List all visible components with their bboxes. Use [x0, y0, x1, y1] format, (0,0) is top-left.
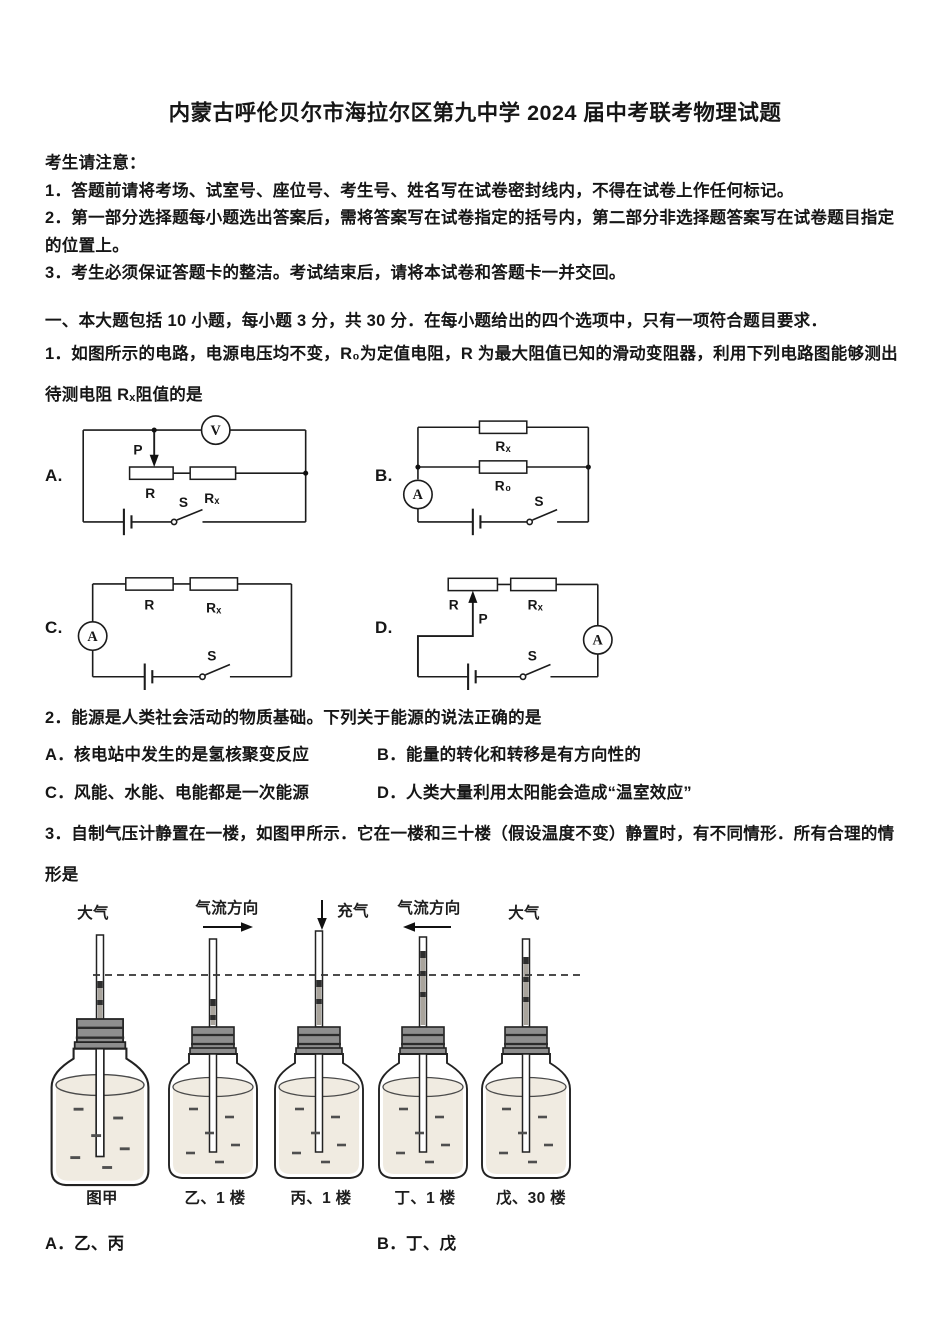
q2-option-d[interactable]: D．人类大量利用太阳能会造成“温室效应”: [377, 783, 692, 802]
circuit-diagram-c: R Rₓ A S: [77, 576, 292, 690]
question-2-text: 2．能源是人类社会活动的物质基础。下列关于能源的说法正确的是: [45, 708, 542, 727]
circuit-diagram-d: R Rₓ P A S: [416, 577, 613, 690]
page-title: 内蒙古呼伦贝尔市海拉尔区第九中学 2024 届中考联考物理试题: [168, 101, 782, 125]
figure-label-airflow-left: 气流方向: [396, 898, 460, 917]
notice-item-2: 2．第一部分选择题每小题选出答案后，需将答案写在试卷指定的括号内，第二部分非选择…: [45, 209, 895, 255]
q2-option-b[interactable]: B．能量的转化和转移是有方向性的: [377, 745, 642, 764]
q3-option-b[interactable]: B．丁、戊: [377, 1234, 457, 1253]
bottle-wu-tube: [521, 937, 531, 1028]
svg-text:P: P: [133, 442, 142, 457]
option-d-label: D.: [375, 617, 393, 637]
svg-text:Rₓ: Rₓ: [204, 490, 220, 505]
exam-page: 内蒙古呼伦贝尔市海拉尔区第九中学 2024 届中考联考物理试题 考生请注意： 1…: [45, 101, 905, 1258]
ammeter-icon: [582, 624, 613, 655]
resistor-rx: [189, 465, 236, 480]
figure-label-atmosphere-left: 大气: [77, 903, 109, 922]
question-1-text-line2: 待测电阻 Rₓ阻值的是: [45, 385, 203, 404]
resistor-rx: [189, 576, 238, 591]
exam-notice: 考生请注意： 1．答题前请将考场、试室号、座位号、考生号、姓名写在试卷密封线内，…: [45, 150, 905, 288]
resistor-r0: [478, 459, 528, 474]
bottle-ding: [377, 1025, 469, 1179]
bottle-ding-tube: [418, 935, 428, 1028]
bottle-bing-tube: [314, 929, 324, 1028]
resistor-r: [124, 576, 174, 591]
voltmeter-icon: [200, 414, 231, 445]
question-3-figure: 大气 气流方向 充气 气流方向 大气: [45, 897, 905, 1214]
figure-caption-yi: 乙、1 楼: [185, 1188, 246, 1207]
svg-text:R: R: [448, 597, 458, 612]
bottle-wu: [480, 1025, 572, 1179]
svg-text:S: S: [534, 493, 543, 508]
svg-text:R: R: [144, 597, 154, 612]
notice-heading: 考生请注意：: [45, 154, 146, 172]
figure-caption-jia: 图甲: [86, 1189, 118, 1207]
figure-label-airflow-right: 气流方向: [194, 898, 258, 917]
arrow-down-icon: [317, 899, 327, 930]
svg-text:R: R: [145, 486, 155, 501]
notice-item-1: 1．答题前请将考场、试室号、座位号、考生号、姓名写在试卷密封线内，不得在试卷上作…: [45, 181, 794, 200]
svg-text:S: S: [527, 648, 536, 663]
circuit-diagram-b: Rₓ R₀ A S: [402, 419, 591, 535]
bottle-yi: [167, 1025, 259, 1179]
notice-item-3: 3．考生必须保证答题卡的整洁。考试结束后，请将本试卷和答题卡一并交回。: [45, 264, 626, 282]
section-1-heading: 一、本大题包括 10 小题，每小题 3 分，共 30 分．在每小题给出的四个选项…: [45, 311, 828, 330]
svg-text:V: V: [210, 422, 221, 438]
q2-option-a[interactable]: A．核电站中发生的是氢核聚变反应: [45, 745, 310, 764]
option-b-label: B.: [375, 465, 393, 485]
svg-text:A: A: [592, 632, 603, 648]
switch-pivot: [519, 672, 527, 680]
svg-text:Rₓ: Rₓ: [495, 438, 511, 453]
switch-pivot: [198, 672, 206, 680]
bottle-jia-tube: [95, 933, 105, 1028]
question-1-text-line1: 1．如图所示的电路，电源电压均不变，R₀为定值电阻，R 为最大阻值已知的滑动变阻…: [45, 344, 898, 363]
svg-text:S: S: [178, 494, 187, 509]
option-d-circuit[interactable]: D. R Rₓ P A: [375, 565, 905, 691]
switch-pivot: [170, 517, 178, 525]
figure-caption-bing: 丙、1 楼: [291, 1188, 352, 1207]
question-2-options: A．核电站中发生的是氢核聚变反应 B．能量的转化和转移是有方向性的 C．风能、水…: [45, 741, 905, 807]
bottle-yi-tube: [208, 937, 218, 1028]
question-1-options: A. V P R Rₓ: [45, 413, 905, 691]
svg-text:A: A: [87, 628, 98, 644]
resistor-rx: [478, 419, 528, 434]
option-c-label: C.: [45, 617, 63, 637]
figure-caption-wu: 戊、30 楼: [496, 1188, 566, 1207]
arrow-left-icon: [403, 921, 451, 932]
barometer-bottles-figure: 大气 气流方向 充气 气流方向 大气: [50, 898, 585, 1207]
arrow-right-icon: [203, 921, 253, 932]
svg-text:R₀: R₀: [494, 478, 511, 493]
svg-text:P: P: [478, 611, 487, 626]
svg-text:A: A: [412, 487, 423, 503]
circuit-diagram-a: V P R Rₓ S: [82, 414, 308, 535]
svg-text:S: S: [207, 648, 216, 663]
resistor-rx: [509, 577, 557, 591]
option-a-circuit[interactable]: A. V P R Rₓ: [45, 413, 375, 539]
figure-caption-ding: 丁、1 楼: [395, 1188, 456, 1207]
question-3-text-line1: 3．自制气压计静置在一楼，如图甲所示．它在一楼和三十楼（假设温度不变）静置时，有…: [45, 824, 895, 843]
rheostat-r: [447, 577, 498, 591]
bottle-bing: [273, 1025, 365, 1179]
q3-option-a[interactable]: A．乙、丙: [45, 1234, 125, 1253]
ammeter-icon: [77, 620, 108, 651]
switch-pivot: [525, 517, 533, 525]
option-b-circuit[interactable]: B. Rₓ R₀ A: [375, 413, 905, 539]
q2-option-c[interactable]: C．风能、水能、电能都是一次能源: [45, 783, 310, 802]
option-a-label: A.: [45, 465, 63, 485]
svg-text:Rₓ: Rₓ: [527, 597, 543, 612]
bottle-jia: [50, 1017, 150, 1187]
figure-label-inflate: 充气: [337, 901, 369, 920]
svg-text:Rₓ: Rₓ: [206, 600, 222, 615]
question-3-options: A．乙、丙 B．丁、戊: [45, 1230, 905, 1258]
option-c-circuit[interactable]: C. R Rₓ A S: [45, 565, 375, 691]
figure-label-atmosphere-right: 大气: [508, 903, 540, 922]
question-3-text-line2: 形是: [45, 865, 79, 884]
rheostat-r: [128, 465, 174, 480]
